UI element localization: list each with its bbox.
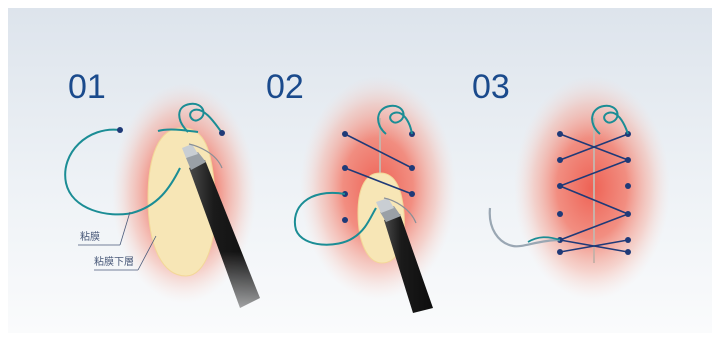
suture-steps-diagram: 01 粘膜 粘膜下層 02 (8, 8, 712, 333)
stitch-point-icon (219, 130, 225, 136)
diagram-frame: 01 粘膜 粘膜下層 02 (8, 8, 712, 333)
stitch-point-icon (557, 183, 563, 189)
stitch-point-icon (557, 249, 563, 255)
stitch-point-icon (117, 127, 123, 133)
stitch-point-icon (409, 191, 415, 197)
stitch-point-icon (625, 237, 631, 243)
stitch-point-icon (557, 211, 563, 217)
stitch-point-icon (342, 217, 348, 223)
stitch-point-icon (625, 183, 631, 189)
step-02-number: 02 (266, 68, 304, 106)
stitch-point-icon (342, 131, 348, 137)
stitch-point-icon (625, 157, 631, 163)
step-03-number: 03 (472, 68, 510, 106)
stitch-point-icon (409, 165, 415, 171)
stitch-point-icon (342, 165, 348, 171)
mucosa-label: 粘膜 (80, 230, 100, 243)
step-01-number: 01 (68, 68, 106, 106)
stitch-point-icon (625, 249, 631, 255)
stitch-point-icon (557, 131, 563, 137)
mucosa-area (514, 76, 670, 300)
stitch-point-icon (625, 211, 631, 217)
stitch-point-icon (557, 157, 563, 163)
submucosa-label: 粘膜下層 (94, 255, 134, 268)
